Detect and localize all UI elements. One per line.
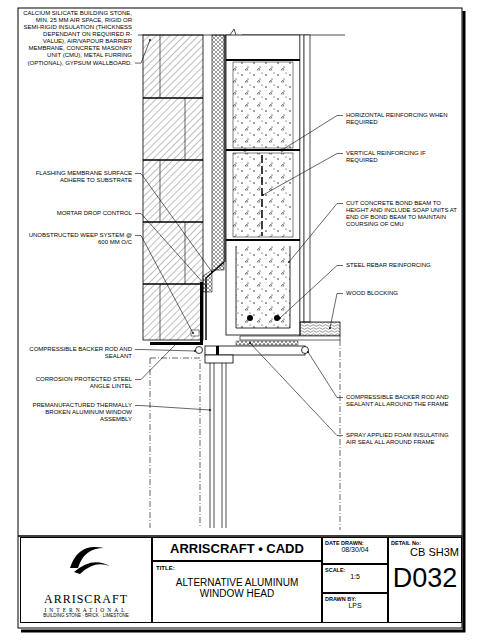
leader-tip (192, 332, 194, 334)
logo-cell: ARRISCRAFTINTERNATIONALBUILDING STONE · … (20, 537, 152, 623)
leader-line (135, 174, 212, 272)
title-block-text: DETAIL No: (391, 540, 459, 546)
leader-tip (149, 39, 151, 41)
leader-tip (194, 350, 196, 352)
callout-note: HORIZONTAL REINFORCING WHEN REQUIRED (346, 112, 458, 126)
backer-rod (302, 347, 309, 354)
callout-note: COMPRESSIBLE BACKER ROD AND SEALANT ALL … (346, 394, 458, 408)
company-cell: ARRISCRAFT • CADD (152, 537, 322, 561)
title-block-text: ARRISCRAFT (44, 593, 128, 607)
title-block-text: ALTERNATIVE ALUMINUM WINDOW HEAD (156, 577, 318, 600)
leader-line (263, 154, 343, 195)
leader-tip (205, 285, 207, 287)
grouted-core (233, 153, 293, 237)
logo-swoosh (74, 562, 110, 574)
title-block-text: D032 (391, 563, 459, 594)
concrete-masonry-unit (226, 35, 300, 335)
stone-veneer (143, 35, 203, 528)
leader-line (282, 116, 343, 150)
callout-note: CALCIUM SILICATE BUILDING STONE, MIN. 25… (22, 10, 132, 67)
callout-note: WOOD BLOCKING (346, 290, 458, 297)
leader-tip (175, 343, 177, 345)
leader-line (250, 343, 343, 436)
cmu-joint (226, 60, 300, 240)
title-block-text: 1:5 (325, 573, 385, 581)
callout-note: STEEL REBAR REINFORCING (346, 262, 458, 269)
horizontal-reinforcing (280, 148, 283, 151)
leader-tip (288, 261, 290, 263)
leader-line (135, 406, 210, 410)
stone-below-outline (150, 358, 200, 528)
leader-tip (307, 351, 309, 353)
window-assembly (196, 341, 309, 528)
leader-tip (249, 342, 251, 344)
horizontal-reinforcing (243, 148, 246, 151)
title-block-text: LPS (325, 602, 385, 610)
gypsum-wallboard (304, 35, 310, 322)
callout-note: CORROSION PROTECTED STEEL ANGLE LINTEL (22, 376, 132, 390)
leader-line (330, 294, 343, 328)
leader-tip (211, 271, 213, 273)
leader-line (135, 344, 176, 380)
rigid-insulation (212, 35, 224, 270)
leader-tip (329, 327, 331, 329)
title-block-text: INTERNATIONAL (45, 607, 128, 613)
air-vapour-barrier (224, 35, 225, 262)
title-block-text: ARRISCRAFT • CADD (170, 542, 304, 557)
title-block-text: DRAWN BY: (325, 596, 385, 602)
sheet-shadow (21, 11, 464, 631)
interior-break-line (340, 340, 341, 530)
title-block-text: TITLE: (156, 565, 318, 572)
leader-line (308, 352, 343, 398)
spray-foam-seal (236, 341, 298, 345)
leader-tip (209, 409, 211, 411)
title-cell: TITLE: ALTERNATIVE ALUMINUM WINDOW HEAD (152, 561, 322, 623)
stone-unit (143, 35, 203, 340)
callout-note: PREMANUFACTURED THERMALLY BROKEN ALUMINU… (22, 402, 132, 423)
glazing (210, 363, 226, 528)
grouted-core (233, 62, 293, 148)
callout-note: MORTAR DROP CONTROL (22, 210, 132, 217)
steel-rebar (247, 315, 253, 321)
leader-line (135, 214, 206, 286)
title-block-text: SCALE: (325, 567, 385, 573)
scale-cell: SCALE:1:5 (322, 564, 388, 593)
window-frame (205, 355, 233, 363)
callout-note: COMPRESSIBLE BACKER ROD AND SEALANT (22, 346, 132, 360)
bond-beam (236, 246, 290, 328)
date-cell: DATE DRAWN:08/30/04 (322, 537, 388, 564)
sheet-border (18, 8, 462, 628)
callout-note: UNOBSTRUCTED WEEP SYSTEM @ 600 MM O/C (22, 232, 132, 246)
callout-note: FLASHING MEMBRANE SURFACE ADHERE TO SUBS… (22, 170, 132, 184)
callout-note: VERTICAL REINFORCING IF REQUIRED (346, 150, 458, 164)
leader-tip (279, 317, 281, 319)
leader-line (135, 350, 195, 351)
thermal-break (216, 346, 219, 355)
gypsum-return (240, 336, 340, 340)
cmu-outline (226, 35, 300, 335)
title-block-text: 08/30/04 (325, 546, 385, 554)
title-block-text: CB SH3M (391, 546, 459, 559)
leader-line (135, 40, 150, 63)
leader-tip (262, 194, 264, 196)
title-block-text: DATE DRAWN: (325, 540, 385, 546)
leader-tip (281, 149, 283, 151)
wood-blocking (300, 322, 340, 336)
callout-note: SPRAY APPLIED FOAM INSULATING AIR SEAL A… (346, 432, 458, 446)
arriscraft-logo-mark (70, 547, 110, 574)
title-block-text: BUILDING STONE · BRICK · LIMESTONE (43, 613, 129, 618)
backer-rod (196, 347, 203, 354)
detail-number-cell: DETAIL No:CB SH3M D032 (388, 537, 462, 623)
callout-note: CUT CONCRETE BOND BEAM TO HEIGHT AND INC… (346, 200, 458, 228)
leader-line (289, 204, 343, 262)
steel-rebar (274, 315, 280, 321)
window-head-frame (205, 346, 305, 355)
mortar-drop-control (203, 270, 212, 292)
leader-line (135, 236, 193, 333)
metal-furring (300, 35, 304, 322)
steel-angle-lintel (150, 282, 203, 345)
drawn-by-cell: DRAWN BY:LPS (322, 593, 388, 623)
